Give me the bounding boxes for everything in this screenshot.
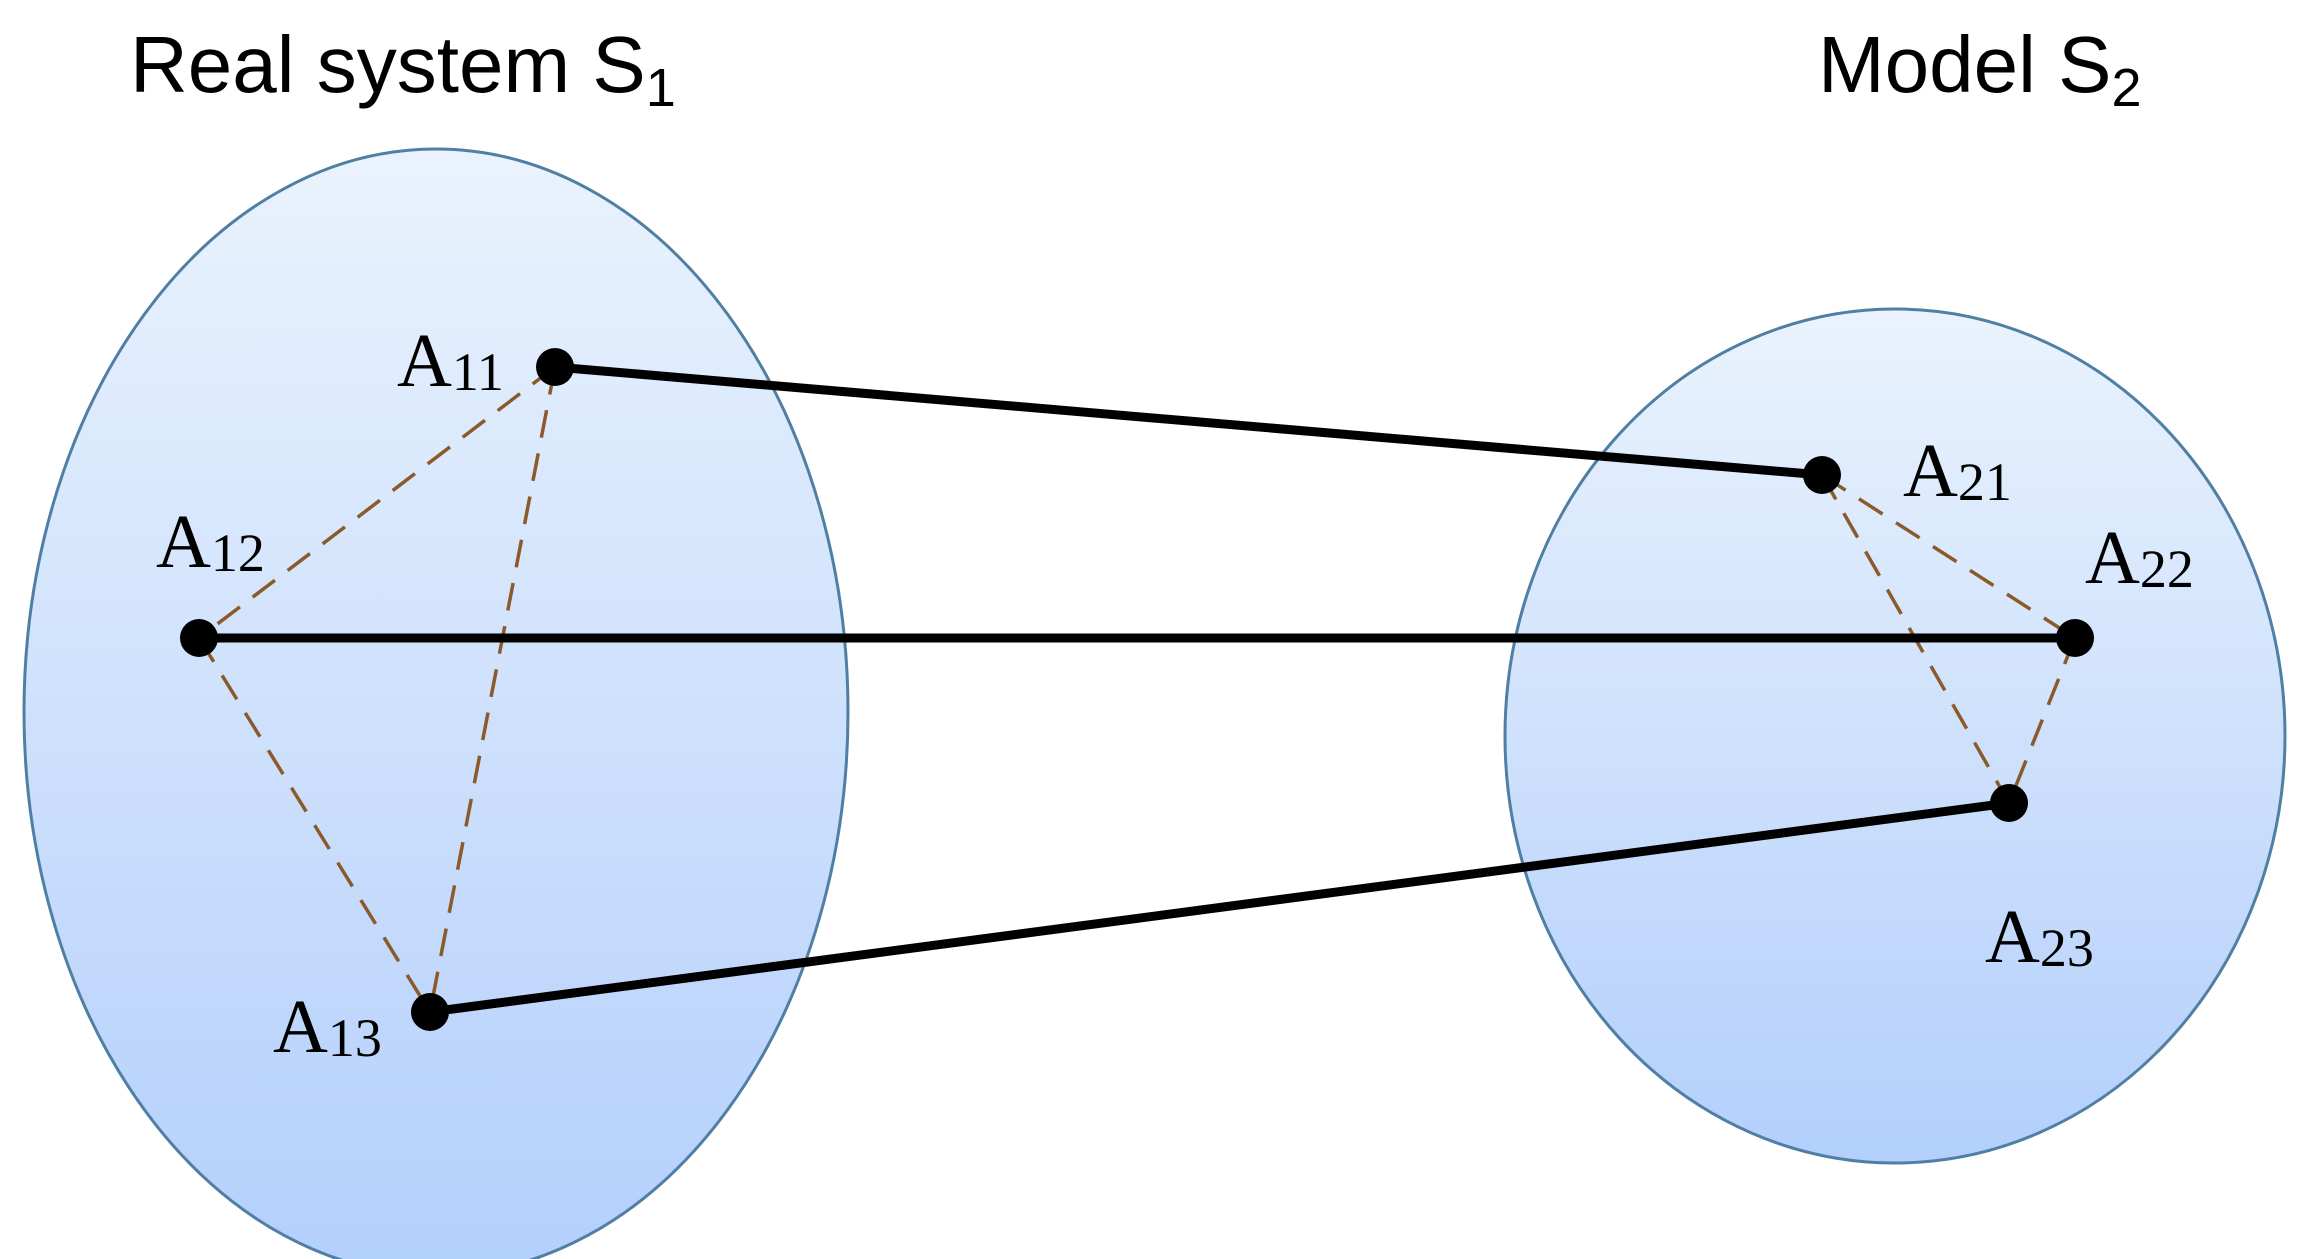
node-dot-a13 — [411, 993, 449, 1031]
node-label-a22-sub: 22 — [2140, 539, 2194, 599]
real-system-title: Real system S1 — [130, 20, 676, 118]
mapping-a11-a21 — [550, 362, 1827, 480]
real-system-relations — [197, 365, 557, 1013]
node-label-a23-base: A — [1985, 895, 2040, 979]
node-label-a21-sub: 21 — [1958, 452, 2012, 512]
real-system-title-text: Real system S — [130, 20, 646, 109]
node-label-a13: A13 — [273, 985, 382, 1069]
node-label-a23-sub: 23 — [2040, 918, 2094, 978]
model-system-title-subscript: 2 — [2111, 58, 2141, 118]
node-label-a11: A11 — [397, 319, 504, 403]
real-system-title-subscript: 1 — [646, 58, 676, 118]
node-dot-a21 — [1803, 456, 1841, 494]
node-label-a12-sub: 12 — [211, 523, 265, 583]
node-label-a12-base: A — [156, 500, 211, 584]
node-label-a21: A21 — [1903, 429, 2012, 513]
node-label-a13-sub: 13 — [328, 1008, 382, 1068]
mapping-a13-a23 — [425, 798, 2014, 1017]
node-label-a22-base: A — [2085, 516, 2140, 600]
node-dot-a12 — [180, 619, 218, 657]
node-label-a22: A22 — [2085, 516, 2194, 600]
node-dots — [180, 348, 2094, 1031]
model-system-title-text: Model S — [1818, 20, 2111, 109]
mapping-lines — [194, 362, 2080, 1017]
node-label-a23: A23 — [1985, 895, 2094, 979]
node-dot-a23 — [1990, 784, 2028, 822]
node-label-a11-sub: 11 — [452, 342, 504, 402]
node-dot-a11 — [536, 348, 574, 386]
relation-a11-a12 — [197, 365, 557, 640]
relation-a22-a23 — [2007, 637, 2077, 804]
node-label-a13-base: A — [273, 985, 328, 1069]
relation-a21-a22 — [1821, 473, 2076, 640]
node-label-a21-base: A — [1903, 429, 1958, 513]
relation-a12-a13 — [197, 637, 432, 1013]
node-label-a11-base: A — [397, 319, 452, 403]
node-label-a12: A12 — [156, 500, 265, 584]
model-system-title: Model S2 — [1818, 20, 2142, 118]
real-system-ellipse — [22, 147, 850, 1259]
model-system-ellipse — [1503, 307, 2287, 1165]
relation-a11-a13 — [428, 366, 557, 1013]
node-dot-a22 — [2056, 619, 2094, 657]
